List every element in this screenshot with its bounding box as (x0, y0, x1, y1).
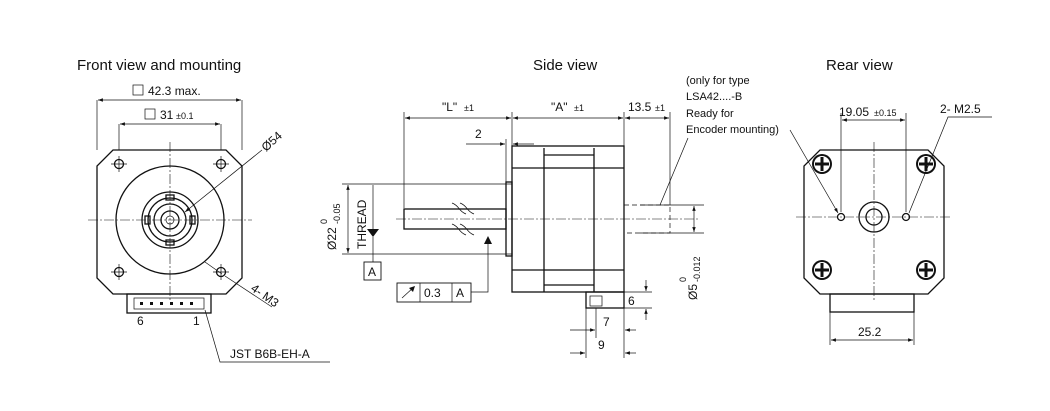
side-connector (585, 291, 625, 309)
rear-connector (829, 293, 915, 313)
screw-icon-br (916, 260, 936, 280)
square-symbol-outer (132, 84, 144, 96)
dim-hole-tol: ±0.1 (176, 111, 193, 121)
front-view: Front view and mounting 42.3 max. 31 ±0.… (77, 57, 330, 363)
thread-label: THREAD (355, 199, 369, 249)
rear-dia-tol-up: 0 (678, 277, 688, 282)
side-view: Side view "L" ±1 "A" ±1 13.5 ±1 2 (319, 57, 779, 358)
front-mounting-holes (111, 156, 229, 280)
screw-icon-bl (812, 260, 832, 280)
note-line-2: LSA42....-B (686, 91, 742, 103)
note-line-4: Encoder mounting) (686, 124, 779, 136)
m3-leader (224, 275, 273, 308)
dim-L-tol: ±1 (464, 103, 474, 113)
runout-arrow-icon (401, 286, 415, 299)
tolerance-frame: 0.3 A (396, 236, 492, 303)
tol-leader (471, 238, 489, 293)
shaft-dia-tol-up: 0 (319, 219, 329, 224)
tol-datum: A (456, 286, 464, 300)
front-view-title: Front view and mounting (77, 57, 241, 74)
rear-dia-tol-low: -0.012 (692, 256, 702, 282)
front-motor-body (96, 149, 243, 295)
dim-13-tol: ±1 (655, 103, 665, 113)
connector-inner (133, 297, 205, 310)
m25-leader-right (908, 116, 992, 214)
square-symbol-hole (144, 108, 156, 120)
dim-outer-label: 42.3 max. (148, 84, 201, 98)
dim-L-label: "L" (442, 100, 457, 114)
dim-19-label: 19.05 (839, 105, 869, 119)
tol-value: 0.3 (424, 286, 441, 300)
rear-dia-label: Ø5 (686, 284, 700, 300)
dim-6-label: 6 (628, 294, 635, 308)
shaft-dia-tol-low: -0.05 (332, 203, 342, 224)
dim-2-label: 2 (475, 127, 482, 141)
datum-triangle (367, 229, 379, 237)
note-leader (659, 137, 689, 206)
rear-view-title: Rear view (826, 57, 893, 74)
dim-A-label: "A" (551, 100, 568, 114)
dim-7-label: 7 (603, 315, 610, 329)
dim-13-label: 13.5 (628, 100, 652, 114)
connector-leader (204, 309, 330, 363)
shaft-dia-label: Ø22 (325, 227, 339, 250)
dim-19-tol: ±0.15 (874, 108, 896, 118)
encoder-note: (only for type LSA42....-B Ready for Enc… (686, 75, 779, 136)
side-connector-latch (589, 295, 603, 307)
shaft-break-symbol (451, 202, 475, 236)
rear-motor-body (803, 149, 945, 295)
pin-1-label: 1 (193, 314, 200, 328)
connector-label: JST B6B-EH-A (230, 347, 310, 361)
rear-view: Rear view (789, 57, 992, 345)
m25-label: 2- M2.5 (940, 102, 981, 116)
note-line-3: Ready for (686, 108, 734, 120)
dim-9-label: 9 (598, 338, 605, 352)
m3-leader-inner (204, 261, 223, 275)
datum-box (363, 261, 382, 281)
side-rear-shaft-hidden (623, 204, 671, 234)
connector-housing (126, 293, 212, 314)
note-line-1: (only for type (686, 75, 750, 87)
dim-25-label: 25.2 (858, 325, 882, 339)
dim-hole-label: 31 (160, 108, 174, 122)
connector-pins (140, 302, 193, 305)
side-view-title: Side view (533, 57, 597, 74)
dia54-leader (184, 149, 263, 213)
screw-icon-tl (812, 154, 832, 174)
m3-label: 4- M3 (248, 281, 281, 310)
m25-leader-left (789, 129, 839, 214)
dim-A-tol: ±1 (574, 103, 584, 113)
pin-6-label: 6 (137, 314, 144, 328)
tol-frame-box (396, 282, 472, 303)
dia54-label: Ø54 (259, 128, 285, 154)
datum-label: A (368, 265, 376, 279)
